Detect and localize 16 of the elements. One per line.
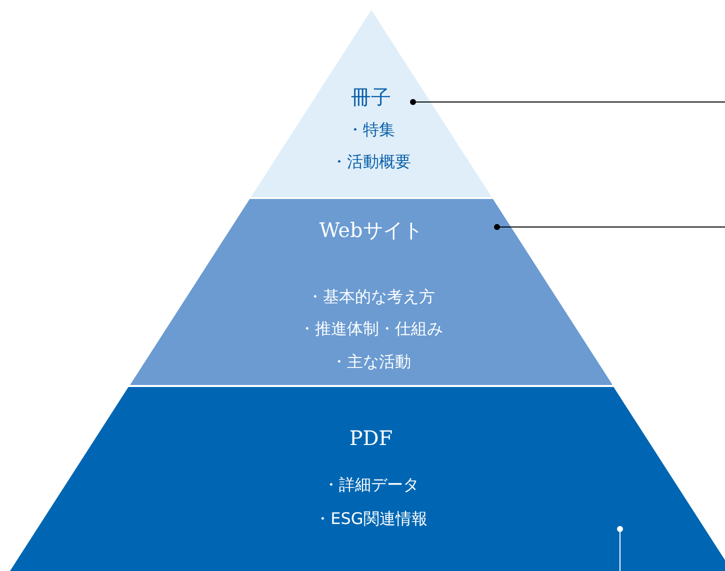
leader-line [410,99,725,105]
bullet-item: ・基本的な考え方 [306,286,435,308]
pyramid-tier [130,199,612,385]
leader-line [617,526,623,571]
bullet-item: ・ESG関連情報 [314,508,428,530]
leader-line [494,224,725,230]
pyramid-tier [250,10,492,197]
bullet-item: ・活動概要 [330,151,411,173]
tier-heading: PDF [349,425,393,452]
bullet-item: ・詳細データ [323,474,419,496]
tier-heading: 冊子 [350,84,391,111]
bullet-item: ・特集 [346,119,395,141]
pyramid-tier [10,387,725,571]
bullet-item: ・主な活動 [330,351,411,373]
bullet-item: ・推進体制・仕組み [298,318,443,340]
tier-heading: Webサイト [319,217,423,244]
